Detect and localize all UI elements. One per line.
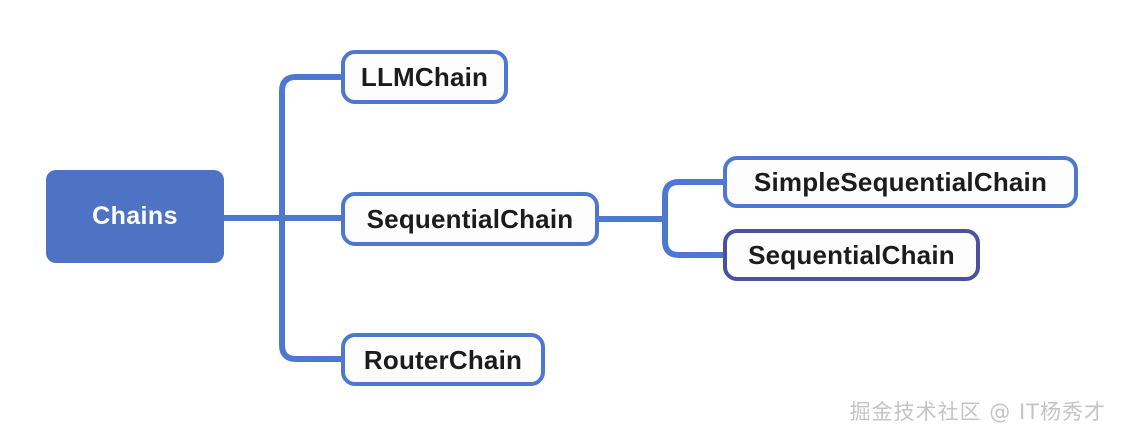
node-simplesequentialchain-label: SimpleSequentialChain — [753, 167, 1048, 197]
connector-branch-simplesequentialchain — [662, 179, 726, 222]
node-sequentialchain-child-label: SequentialChain — [748, 240, 955, 270]
node-simplesequentialchain[interactable]: SimpleSequentialChain — [723, 156, 1078, 208]
node-routerchain-label: RouterChain — [363, 344, 523, 375]
node-sequentialchain-label: SequentialChain — [366, 204, 574, 234]
watermark: 掘金技术社区 @ IT杨秀才 — [849, 400, 1106, 424]
node-llmchain[interactable]: LLMChain — [341, 50, 508, 104]
node-sequentialchain-child[interactable]: SequentialChain — [723, 229, 980, 281]
connector-branch-llmchain — [279, 74, 344, 221]
connector-branch-sequentialchain-child — [662, 216, 726, 258]
node-sequentialchain[interactable]: SequentialChain — [341, 192, 599, 246]
connector-branch-routerchain — [279, 215, 344, 362]
node-chains-label: Chains — [92, 202, 178, 230]
node-llmchain-label: LLMChain — [360, 62, 489, 92]
node-chains[interactable]: Chains — [46, 170, 224, 263]
node-routerchain[interactable]: RouterChain — [341, 333, 545, 386]
